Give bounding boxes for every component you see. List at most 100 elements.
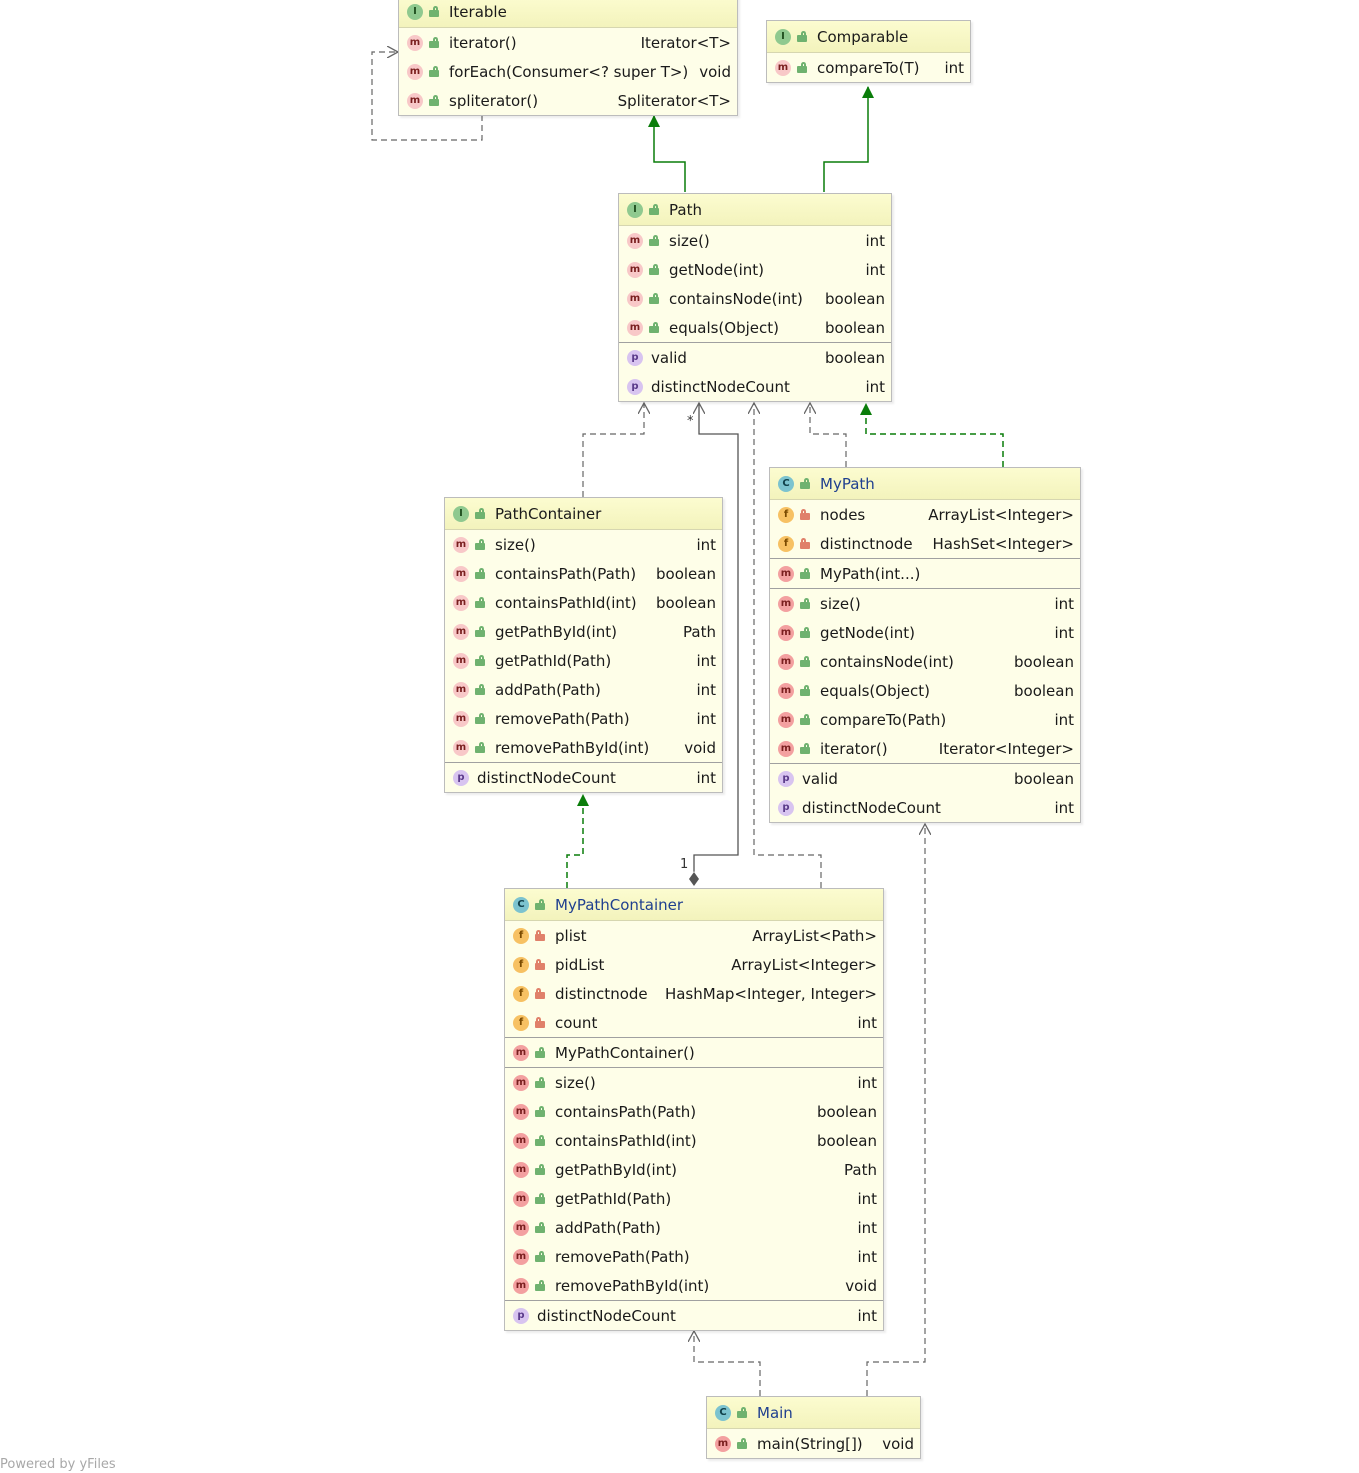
member-name: size() [669,231,710,250]
property-icon: p [778,770,794,787]
edge-association [694,403,739,871]
public-lock-icon [535,1222,545,1233]
edge-mypathcontainer-pathcontainer [566,794,589,888]
method-icon: m [513,1161,529,1178]
public-lock-icon [800,685,810,696]
property-icon: p [627,349,643,366]
method-icon: m [627,319,643,336]
public-lock-icon [800,743,810,754]
edge-path-comparable [823,86,874,192]
public-lock-icon [475,626,485,637]
member-name: main(String[]) [757,1434,863,1453]
method-icon: m [513,1074,529,1091]
public-lock-icon [535,1135,545,1146]
member-type: Iterator<T> [640,33,731,52]
member-name: equals(Object) [820,681,930,700]
member-type: Spliterator<T> [617,91,731,110]
public-lock-icon [535,1106,545,1117]
member-type: void [684,738,716,757]
public-lock-icon [535,899,545,910]
member-name: nodes [820,505,866,524]
public-lock-icon [429,66,439,77]
member-type: void [699,62,731,81]
member-name: containsNode(int) [669,289,803,308]
method-icon: m [453,594,469,611]
class-icon: C [778,475,794,492]
public-lock-icon [535,1280,545,1291]
method-icon: m [513,1248,529,1265]
member-type: ArrayList<Integer> [928,505,1074,524]
member-name: getPathId(Path) [495,651,612,670]
member-name: spliterator() [449,91,539,110]
method-icon: m [453,710,469,727]
member-type: boolean [825,318,885,337]
association-one-label: 1 [680,857,689,872]
public-lock-icon [475,684,485,695]
member-type: int [865,231,885,250]
public-lock-icon [475,568,485,579]
member-name: addPath(Path) [555,1218,661,1237]
public-lock-icon [649,204,659,215]
member-type: int [696,709,716,728]
